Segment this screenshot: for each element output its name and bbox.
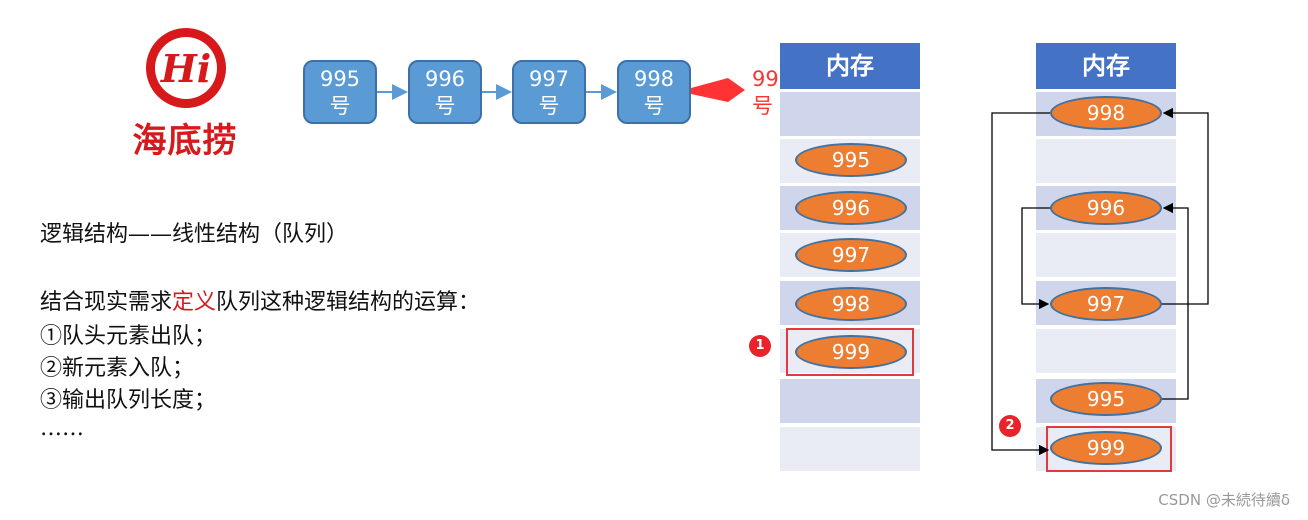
memory2-node-997: 997 <box>1050 287 1162 321</box>
intro-pre: 结合现实需求 <box>40 290 173 315</box>
step-badge-2: 2 <box>999 415 1021 437</box>
op-dequeue: ①队头元素出队； <box>40 324 217 349</box>
memory2-cell <box>1036 329 1176 373</box>
memory1-highlight <box>786 328 914 376</box>
memory2-node-996: 996 <box>1050 191 1162 225</box>
memory-header-2: 内存 <box>1036 43 1176 89</box>
memory1-node: 995 <box>795 143 907 177</box>
queue-box-998: 998 号 <box>617 60 691 124</box>
memory2-node-999: 999 <box>1050 431 1162 465</box>
queue-box-label: 号 <box>434 94 456 118</box>
memory1-node: 999 <box>795 335 907 369</box>
link-996-997 <box>1021 207 1050 310</box>
intro-text: 结合现实需求定义队列这种逻辑结构的运算： <box>40 284 480 316</box>
title-text: 逻辑结构——线性结构（队列） <box>40 222 349 247</box>
queue-box-label: 号 <box>643 94 665 118</box>
queue-box-label: 号 <box>329 94 351 118</box>
step-badge-1: 1 <box>749 335 771 357</box>
logo-mark: Hi <box>160 46 211 91</box>
intro-red: 定义 <box>172 290 217 315</box>
memory1-node: 997 <box>795 238 907 272</box>
queue-box-number: 996 <box>424 67 466 91</box>
memory1-cell <box>780 379 920 423</box>
queue-box-label: 号 <box>538 94 560 118</box>
haidilao-logo: Hi <box>146 28 226 108</box>
queue-box-number: 995 <box>319 67 361 91</box>
link-997-998 <box>1162 107 1209 305</box>
queue-box-995: 995 号 <box>303 60 377 124</box>
red-enqueue-arrow <box>691 78 745 102</box>
intro-post: 队列这种逻辑结构的运算： <box>216 290 481 315</box>
memory2-node-998: 998 <box>1050 96 1162 130</box>
memory1-cell <box>780 427 920 471</box>
memory2-cell <box>1036 139 1176 183</box>
memory2-cell <box>1036 233 1176 277</box>
queue-box-996: 996 号 <box>408 60 482 124</box>
queue-box-number: 997 <box>528 67 570 91</box>
logo-text: 海底捞 <box>132 121 238 161</box>
memory1-node: 998 <box>795 287 907 321</box>
op-more: …… <box>40 416 84 441</box>
queue-box-997: 997 号 <box>512 60 586 124</box>
memory-header-1: 内存 <box>780 43 920 89</box>
incoming-label: 号 <box>752 94 773 118</box>
link-998-999 <box>991 112 1050 456</box>
watermark: CSDN @未続待續δ <box>1158 491 1290 509</box>
memory2-node-995: 995 <box>1050 382 1162 416</box>
queue-box-number: 998 <box>633 67 675 91</box>
memory1-node: 996 <box>795 191 907 225</box>
memory1-cell <box>780 92 920 136</box>
op-enqueue: ②新元素入队； <box>40 356 195 381</box>
op-length: ③输出队列长度； <box>40 388 217 413</box>
